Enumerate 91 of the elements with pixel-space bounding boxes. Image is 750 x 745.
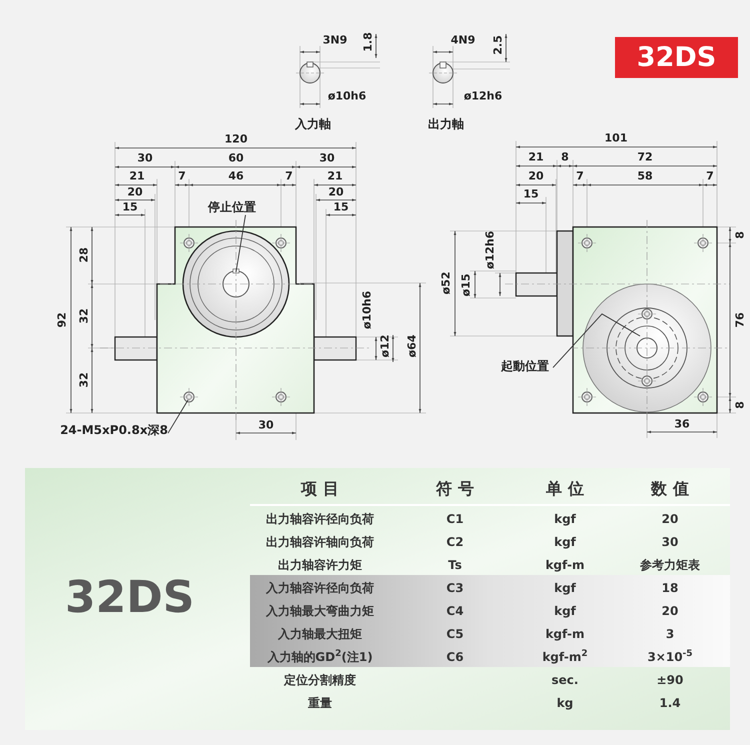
leader-line (168, 400, 188, 434)
dimension-label: 20 (328, 186, 344, 198)
dimension-label: 4N9 (450, 34, 476, 46)
table-cell: C5 (446, 626, 464, 640)
table-header: 符 号 (436, 479, 474, 498)
dimension-label: 7 (706, 170, 714, 182)
table-cell: C3 (446, 580, 464, 594)
table-cell: 定位分割精度 (284, 672, 356, 686)
table-cell: kgf (554, 512, 576, 526)
dimension-label: ø12h6 (484, 230, 496, 270)
dimension-label: 21 (129, 170, 145, 182)
table-cell: 重量 (308, 696, 332, 710)
dimension-label: 20 (528, 170, 544, 182)
table-cell: 出力轴容许轴向负荷 (266, 534, 374, 548)
table-cell: sec. (552, 672, 578, 686)
view-caption: 出力軸 (428, 118, 464, 130)
dimension-label: 15 (523, 188, 539, 200)
dimension-label: 21 (528, 152, 544, 162)
table-cell: kgf (554, 604, 576, 618)
table-cell: 出力轴容许力矩 (278, 558, 362, 572)
dimension-label: 60 (228, 152, 244, 164)
leader-line (236, 214, 246, 272)
table-header: 数 值 (651, 479, 689, 498)
dimension-label: ø15 (460, 274, 472, 296)
table-cell: 20 (662, 604, 678, 618)
table-cell: kgf-m$^{2}$ (542, 650, 588, 664)
dimension-label: 46 (228, 170, 244, 182)
dimension-label: 21 (327, 170, 343, 182)
dimension-label: 76 (734, 312, 746, 328)
callout-text: 起動位置 (497, 358, 553, 374)
dimension-label: 15 (122, 202, 138, 212)
dimension-label: 28 (78, 247, 90, 263)
dimension-label: 101 (604, 132, 628, 144)
dimension-label: 7 (285, 170, 293, 182)
table-cell: kgf-m (545, 558, 585, 572)
dimension-label: ø10h6 (362, 290, 372, 330)
table-cell: 20 (662, 512, 678, 526)
table-cell: 出力轴容许径向负荷 (266, 512, 374, 526)
dimension-label: 30 (319, 152, 335, 164)
table-cell: kgf (554, 534, 576, 548)
table-cell: 1.4 (659, 696, 681, 710)
table-cell: 30 (662, 534, 678, 548)
dimension-label: 3N9 (322, 34, 348, 46)
table-cell: ±90 (656, 672, 684, 686)
dimension-label: 32 (78, 372, 90, 388)
dimension-label: 92 (56, 312, 68, 328)
dimension-label: 8 (734, 231, 746, 239)
dimension-label: 120 (224, 134, 248, 144)
table-header: 单 位 (546, 479, 584, 498)
dimension-label: ø52 (440, 272, 452, 294)
table-cell: 3 (666, 626, 674, 640)
table-cell: 入力轴最大弯曲力矩 (266, 604, 374, 618)
leader-line (552, 313, 640, 368)
dimension-label: 36 (674, 418, 690, 430)
model-badge: 32DS (615, 37, 738, 78)
table-cell: C4 (446, 604, 464, 618)
dimension-label: 32 (78, 308, 90, 324)
table-cell: 18 (662, 580, 678, 594)
table-cell: 入力轴的GD$^{2}$(注1) (267, 650, 373, 664)
dimension-label: 58 (637, 170, 653, 182)
dimension-label: ø12 (380, 334, 390, 358)
table-cell: C2 (446, 534, 464, 548)
dimension-label: ø64 (406, 334, 418, 358)
table-cell: C6 (446, 650, 464, 664)
table-cell: kg (556, 696, 574, 710)
dimension-label: 2.5 (492, 35, 504, 55)
dimension-label: ø12h6 (464, 90, 502, 102)
model-label: 32DS (65, 576, 194, 620)
dimension-label: 30 (258, 420, 274, 430)
dimension-label: 72 (637, 152, 653, 162)
table-cell: kgf (554, 580, 576, 594)
dimension-label: 8 (561, 152, 569, 162)
dimension-label: 30 (137, 152, 153, 164)
dimension-label: 15 (333, 202, 349, 212)
dimension-label: ø10h6 (328, 90, 366, 102)
dimension-label: 7 (576, 170, 584, 182)
dimension-label: 8 (734, 401, 746, 409)
table-cell: 入力轴最大扭矩 (278, 626, 362, 640)
table-header: 项 目 (301, 479, 339, 498)
table-cell: 入力轴容许径向负荷 (266, 580, 374, 594)
table-cell: 3×10$^{-5}$ (647, 650, 693, 664)
table-cell: kgf-m (545, 626, 585, 640)
callout-text: 停止位置 (205, 199, 259, 215)
view-caption: 入力軸 (295, 118, 331, 130)
table-cell: C1 (446, 512, 464, 526)
table-cell: Ts (448, 558, 462, 572)
dimension-label: 1.8 (362, 32, 374, 52)
callout-text: 24-M5xP0.8x深8 (60, 422, 168, 438)
table-cell: 参考力矩表 (640, 558, 700, 572)
dimension-label: 7 (178, 170, 186, 182)
dimension-label: 20 (127, 186, 143, 198)
